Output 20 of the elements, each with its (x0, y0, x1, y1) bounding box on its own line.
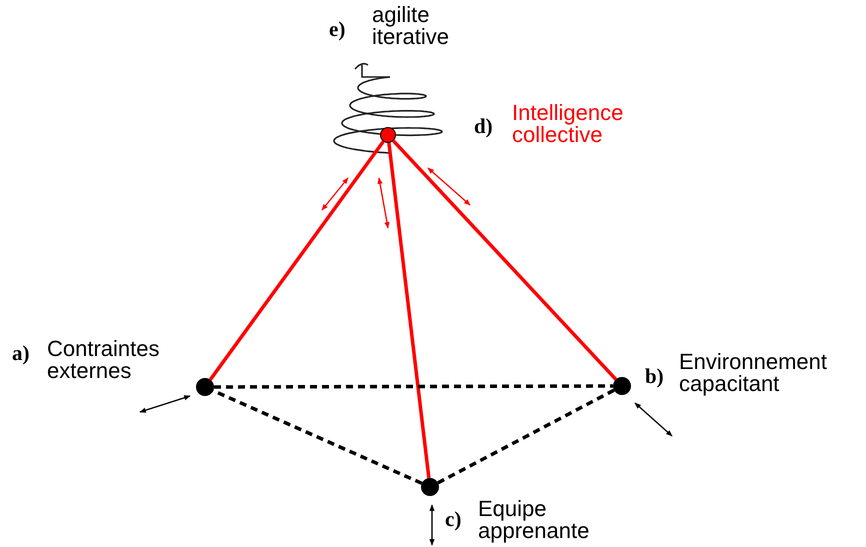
line (392, 140, 618, 381)
dot (196, 378, 214, 396)
line (387, 142, 431, 478)
dashed-line (212, 389, 423, 485)
node-label: Intelligence collective (512, 102, 624, 146)
node-label: Contraintes externes (47, 338, 160, 382)
dot (380, 127, 396, 143)
dot (421, 478, 439, 496)
letter-label: a) (12, 341, 30, 365)
dashed-line (214, 384, 613, 389)
letter-label: d) (474, 114, 493, 138)
caption-text: agilite iterative (372, 4, 450, 48)
node-label: Environnement capacitant (679, 351, 827, 395)
node-label: Equipe apprenante (478, 498, 590, 542)
letter-label: b) (645, 364, 664, 388)
dot (613, 377, 631, 395)
line (208, 140, 385, 381)
dashed-line (437, 388, 615, 484)
letter-label: c) (445, 507, 462, 531)
letter-label: e) (329, 17, 346, 41)
